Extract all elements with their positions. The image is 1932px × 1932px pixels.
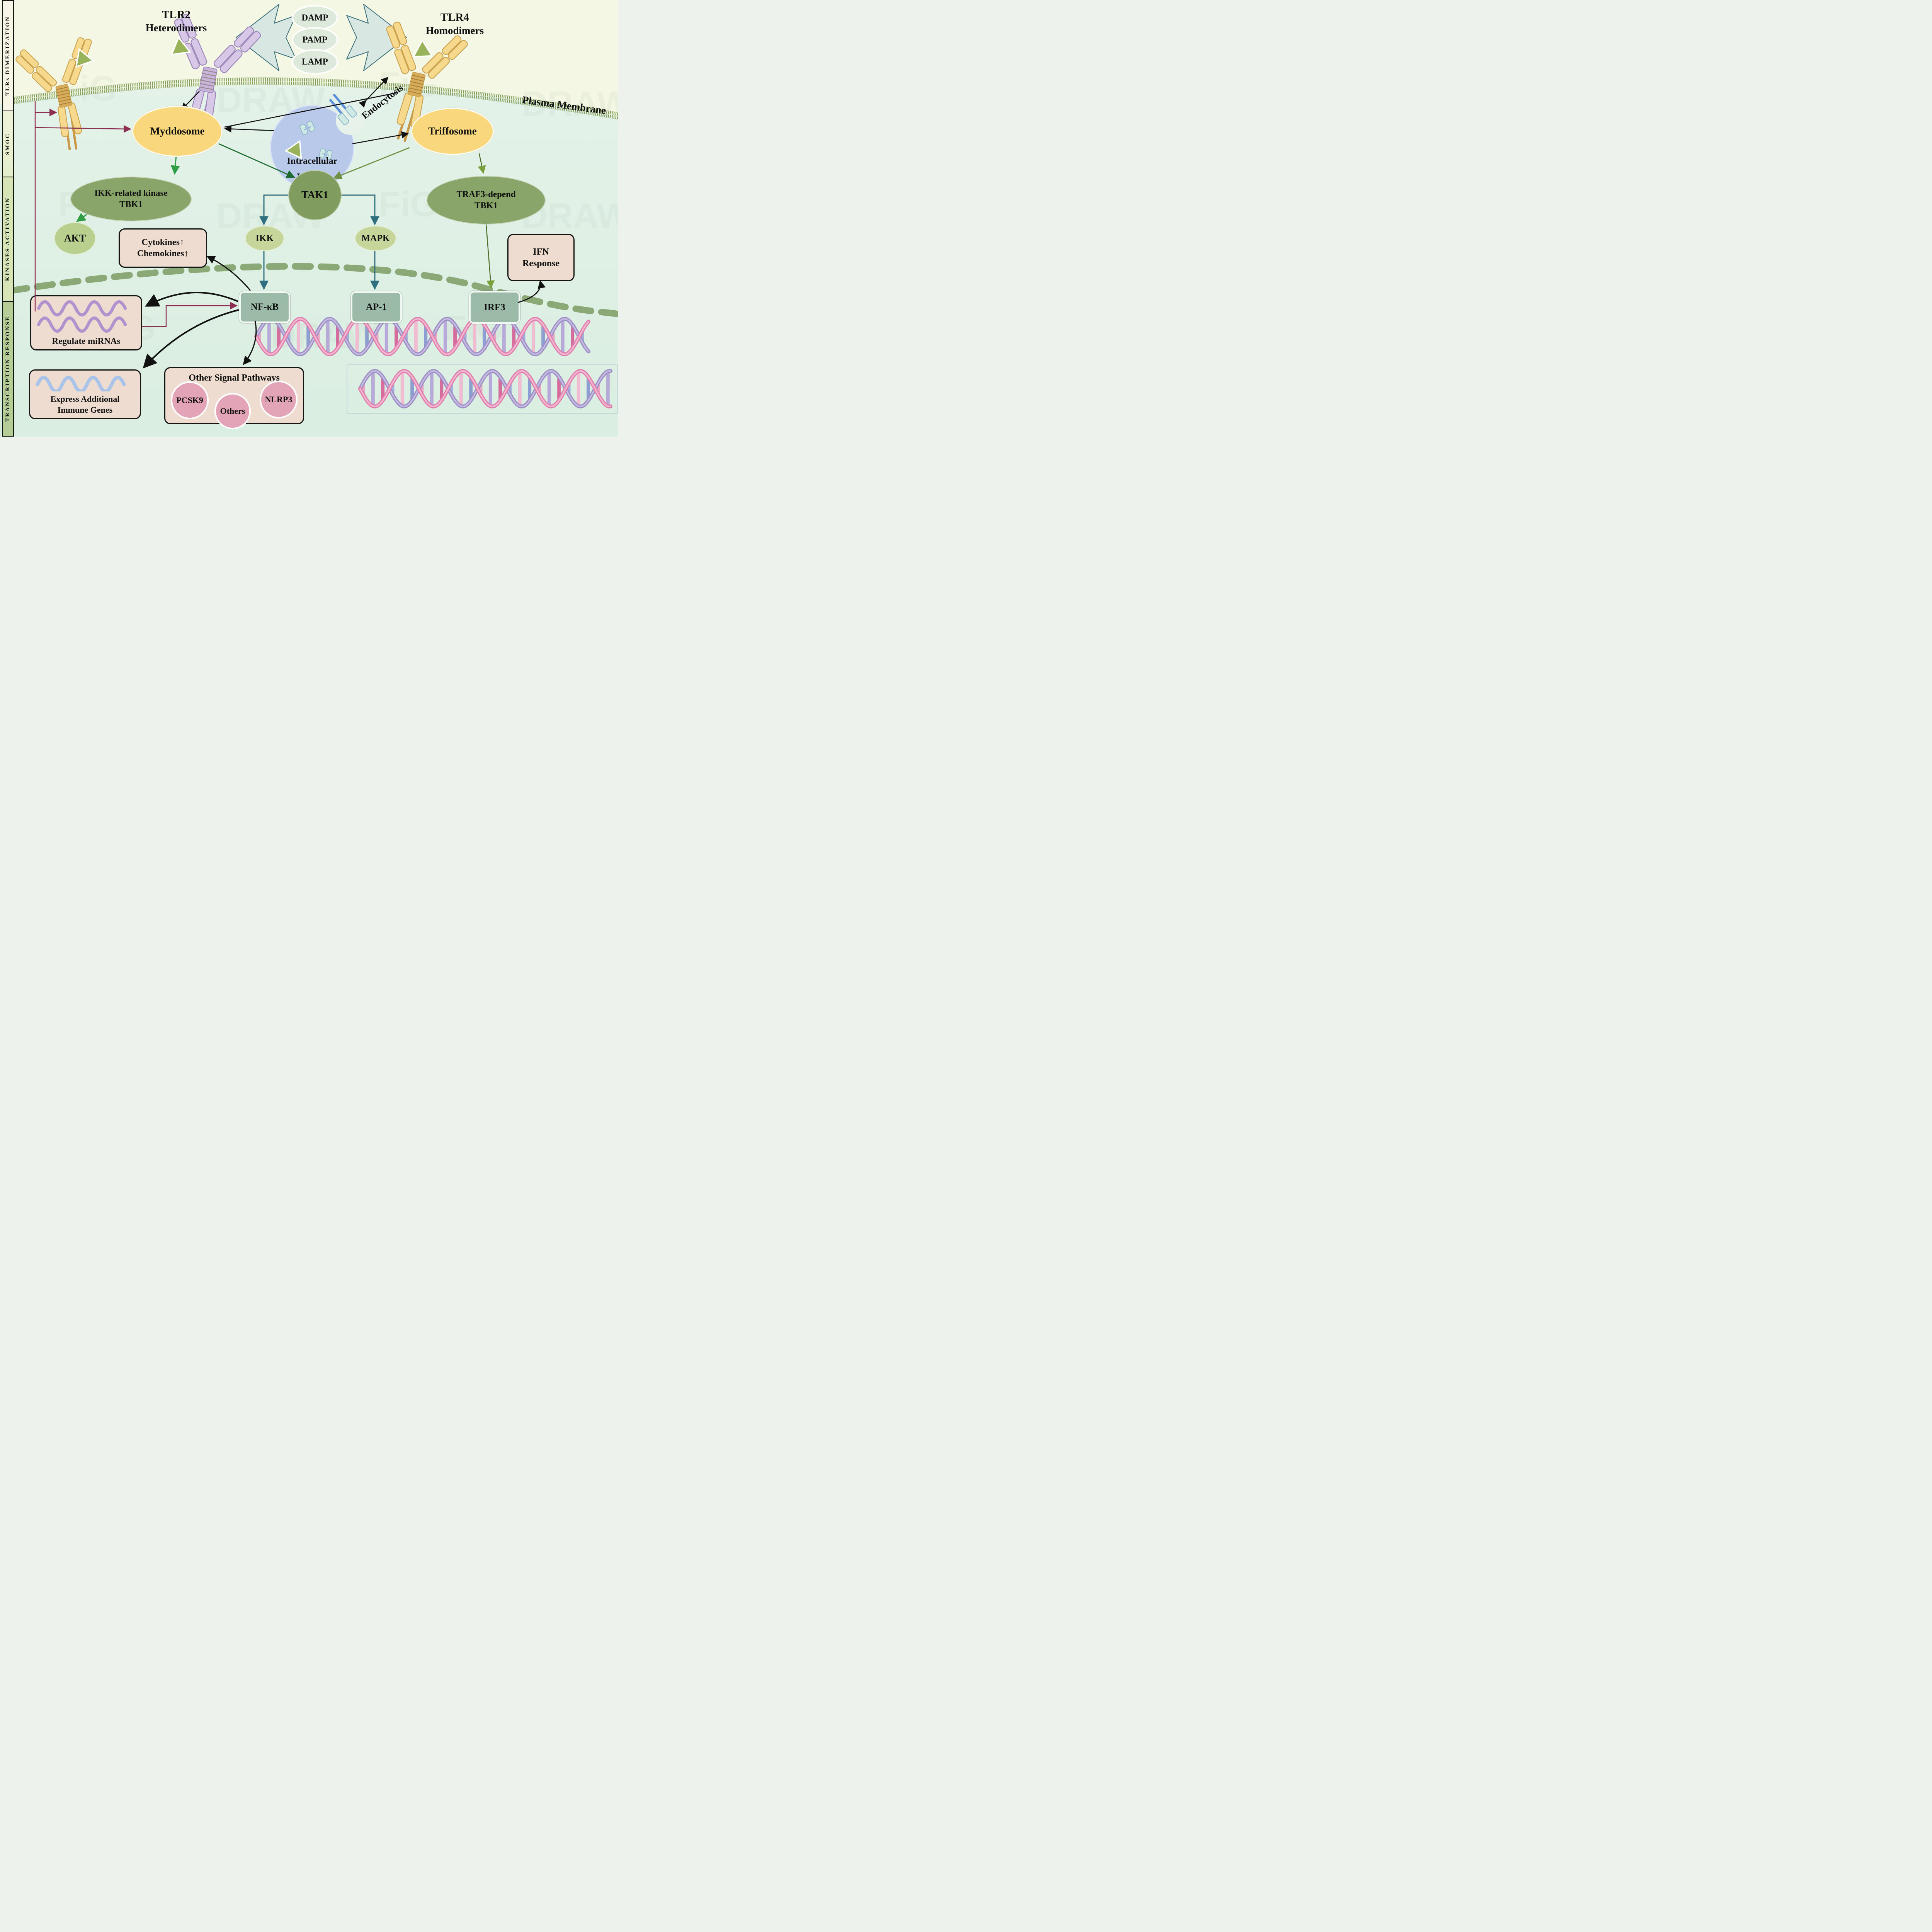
ikk-label: IKK	[255, 233, 274, 243]
sidebar-segment-transcription: TRANSCRIPTION RESPONSE	[2, 301, 14, 437]
nfkb-label: NF-κB	[250, 302, 279, 313]
mapk-node: MAPK	[355, 226, 396, 251]
stimulus-lamp: LAMP	[292, 49, 338, 75]
stimulus-damp: DAMP	[292, 5, 338, 31]
regulate-mirna-box: Regulate miRNAs	[30, 295, 142, 350]
cytokines-box: Cytokines↑ Chemokines↑	[119, 228, 207, 268]
nlrp3-label: NLRP3	[265, 395, 293, 405]
intracellular-vesicle	[270, 94, 364, 190]
regulate-mirna-label: Regulate miRNAs	[52, 336, 121, 346]
arrow-endocytosis-double	[359, 77, 389, 108]
arrow-tak1-to-mapk	[339, 194, 379, 226]
traf3-line1: TRAF3-depend	[456, 189, 516, 199]
ikk-node: IKK	[245, 226, 284, 251]
ligand-triangle-tlr4	[412, 39, 433, 58]
endocytosed-receptor-icon	[329, 94, 357, 126]
tlr2-title-line1: TLR2	[162, 9, 191, 21]
arrow-myddosome-to-tbk1	[170, 155, 180, 175]
express-line2: Immune Genes	[57, 405, 113, 415]
cytokines-line1: Cytokines↑	[141, 237, 184, 247]
express-genes-box: Express Additional Immune Genes	[29, 369, 141, 419]
lamp-label: LAMP	[302, 56, 328, 66]
arrow-traf3-to-irf3	[485, 223, 495, 289]
ligand-triangle-tlr2	[170, 36, 191, 56]
akt-node: AKT	[54, 222, 96, 255]
akt-label: AKT	[64, 232, 86, 244]
sidebar-label: KINASES ACTIVATION	[5, 197, 11, 281]
teal-arrows	[259, 194, 379, 290]
chemokines-line2: Chemokines↑	[137, 248, 189, 258]
sidebar-label: TLRs DIMERIZATION	[5, 15, 11, 96]
others-node: Others	[214, 393, 251, 429]
myddosome-label: Myddosome	[150, 125, 205, 137]
ap1-label: AP-1	[366, 302, 387, 313]
svg-text:DRAW: DRAW	[522, 84, 618, 124]
triffosome-node: Triffosome	[411, 108, 494, 155]
sidebar-segment-dimerization: TLRs DIMERIZATION	[2, 0, 14, 111]
vesicle-text1: Intracellular	[287, 156, 338, 166]
dna-helix-layer	[254, 317, 612, 408]
maroon-arrow-to-myddosome	[35, 125, 131, 133]
ligand-triangle-vesicle	[284, 140, 302, 159]
tlr4-title-line1: TLR4	[440, 11, 469, 24]
other-pathways-title: Other Signal Pathways	[189, 373, 280, 383]
arrow-triffosome-to-traf3	[478, 153, 486, 174]
nlrp3-node: NLRP3	[260, 381, 298, 418]
block-arrow-right	[346, 4, 407, 71]
nuclear-membrane-dashed	[8, 263, 618, 318]
stimulus-block-arrows	[236, 4, 407, 71]
damp-label: DAMP	[301, 12, 328, 22]
arrow-vesicle-to-triffosome	[352, 131, 409, 145]
traf3-line2: TBK1	[474, 201, 498, 210]
pcsk9-label: PCSK9	[176, 395, 203, 405]
mrna-wave-icon	[36, 376, 126, 391]
tlr4-title: TLR4 Homodimers	[408, 10, 501, 37]
ap1-node: AP-1	[351, 291, 402, 323]
tlr4-title-line2: Homodimers	[426, 25, 484, 37]
mapk-label: MAPK	[361, 233, 390, 243]
ligand-triangle-left	[75, 48, 94, 68]
ikk-tbk1-line2: TBK1	[119, 199, 143, 209]
arrow-myddosome-to-tak1	[218, 143, 296, 179]
tlr-pathway-diagram: FiGDRAWFiGDRAWFiGDRAWFiGDRAWFiGDRAWFiG	[0, 0, 618, 437]
triffosome-label: Triffosome	[428, 125, 477, 137]
others-label: Others	[220, 406, 245, 416]
express-line1: Express Additional	[50, 394, 120, 404]
block-arrow-left	[236, 4, 296, 71]
plasma-membrane-band	[14, 77, 618, 120]
tlr2-title-line2: Heterodimers	[145, 22, 207, 34]
sidebar-label: SMOC	[5, 133, 11, 155]
ikk-related-tbk1-node: IKK-related kinase TBK1	[70, 177, 192, 221]
irf3-label: IRF3	[484, 302, 505, 313]
dna2-selection-outline	[347, 364, 618, 414]
tak1-label: TAK1	[301, 189, 328, 201]
arrow-vesicle-to-tak1	[333, 147, 410, 179]
sidebar-label: TRANSCRIPTION RESPONSE	[5, 316, 11, 422]
ifn-line2: Response	[522, 258, 560, 269]
stimulus-pamp: PAMP	[292, 27, 338, 53]
tlr2-title: TLR2 Heterodimers	[130, 8, 223, 35]
mirna-waves-icon	[37, 300, 127, 333]
irf3-node: IRF3	[469, 291, 520, 324]
sidebar-segment-smoc: SMOC	[2, 111, 14, 177]
pcsk9-node: PCSK9	[171, 381, 209, 419]
pamp-label: PAMP	[302, 34, 328, 44]
arrow-vesicle-to-myddosome	[224, 125, 274, 133]
ifn-line1: IFN	[533, 247, 549, 257]
tak1-node: TAK1	[288, 170, 342, 220]
arrow-tak1-to-ikk	[259, 194, 289, 226]
ikk-tbk1-line1: IKK-related kinase	[94, 188, 168, 198]
sidebar-segment-kinases: KINASES ACTIVATION	[2, 177, 14, 301]
traf3-tbk1-node: TRAF3-depend TBK1	[427, 176, 546, 224]
nfkb-node: NF-κB	[239, 291, 290, 323]
ifn-response-box: IFN Response	[507, 234, 575, 281]
stage-sidebar: TLRs DIMERIZATION SMOC KINASES ACTIVATIO…	[2, 0, 14, 437]
vesicle-label-line1: Intracellular	[270, 155, 355, 167]
myddosome-node: Myddosome	[132, 106, 223, 157]
